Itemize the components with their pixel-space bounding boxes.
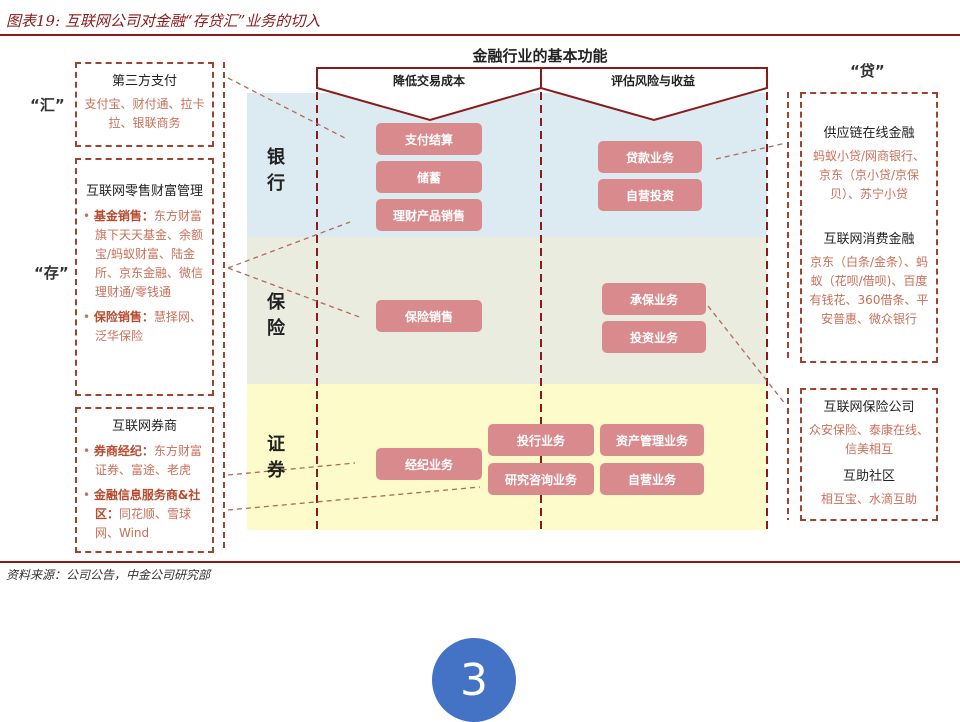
title-divider	[0, 34, 960, 36]
lending-box: 供应链在线金融 蚂蚁小贷/网商银行、京东（京小贷/京保贝）、苏宁小贷 互联网消费…	[800, 92, 938, 363]
box-insurance-sales: 保险销售	[376, 300, 482, 332]
source-note: 资料来源：公司公告，中金公司研究部	[6, 568, 211, 582]
column-header-reduce-cost: 降低交易成本	[392, 74, 465, 88]
row-label-insurance: 保险	[267, 292, 285, 339]
bullet-text: 同花顺、雪球网、Wind	[95, 507, 192, 540]
box-underwriting: 承保业务	[602, 283, 706, 315]
center-title: 金融行业的基本功能	[472, 47, 608, 65]
internet-broker-box: 互联网券商 • 券商经纪：东方财富证券、富途、老虎 • 金融信息服务商&社区：同…	[75, 407, 214, 553]
box-body: 众安保险、泰康在线、信美相互	[808, 423, 929, 456]
row-label-bank: 银行	[267, 147, 285, 194]
box-investment: 投资业务	[602, 321, 706, 353]
figure-title: 图表19: 互联网公司对金融“存贷汇”业务的切入	[6, 12, 321, 30]
bullet-text: 慧择网、泛华保险	[95, 310, 202, 343]
box-wealth: 理财产品销售	[376, 199, 482, 231]
bullet-label: 保险销售：	[93, 310, 154, 324]
bullet-fund-sales: • 基金销售：东方财富旗下天天基金、余额宝/蚂蚁财富、陆金所、京东金融、微信理财…	[83, 209, 204, 299]
box-asset-management: 资产管理业务	[600, 424, 704, 456]
box-title: 供应链在线金融	[823, 126, 915, 141]
row-label-securities: 证券	[267, 434, 285, 481]
bullet-label: 基金销售：	[93, 209, 154, 223]
bullet-text: 东方财富证券、富途、老虎	[95, 444, 202, 477]
box-title: 互联网保险公司	[823, 400, 915, 415]
label-hui: “汇”	[30, 96, 65, 114]
retail-wealth-box: 互联网零售财富管理 • 基金销售：东方财富旗下天天基金、余额宝/蚂蚁财富、陆金所…	[75, 158, 214, 396]
box-body: 相互宝、水滴互助	[820, 492, 917, 506]
insurance-company-box: 互联网保险公司 众安保险、泰康在线、信美相互 互助社区 相互宝、水滴互助	[800, 388, 938, 521]
bullet-label: 金融信息服务商&社区：	[93, 488, 201, 521]
bullet-label: 券商经纪：	[93, 444, 154, 458]
column-header-risk-return: 评估风险与收益	[610, 74, 695, 88]
box-title: 互联网零售财富管理	[85, 184, 203, 199]
box-investment-banking: 投行业务	[488, 424, 594, 456]
bullet-text: 东方财富旗下天天基金、余额宝/蚂蚁财富、陆金所、京东金融、微信理财通/零钱通	[95, 209, 204, 299]
box-title: 互联网消费金融	[823, 232, 915, 247]
bullet-brokerage: • 券商经纪：东方财富证券、富途、老虎	[83, 444, 202, 477]
label-dai: “贷”	[850, 62, 885, 80]
page-number-badge: 3	[432, 638, 516, 722]
securities-band	[247, 384, 767, 530]
box-title: 互联网券商	[111, 419, 177, 434]
bullet-insurance-sales: • 保险销售：慧择网、泛华保险	[83, 310, 202, 343]
third-party-payment-box: 第三方支付 支付宝、财付通、拉卡拉、银联商务	[75, 62, 214, 147]
box-payment: 支付结算	[376, 123, 482, 155]
box-brokerage: 经纪业务	[376, 448, 482, 480]
box-research: 研究咨询业务	[488, 463, 594, 495]
box-body: 蚂蚁小贷/网商银行、京东（京小贷/京保贝）、苏宁小贷	[812, 149, 926, 201]
box-title: 第三方支付	[111, 74, 177, 89]
box-body: 京东（白条/金条）、蚂蚁（花呗/借呗)、百度有钱花、360借条、平安普惠、微众银…	[809, 255, 929, 326]
page-number: 3	[460, 654, 488, 706]
box-loan: 贷款业务	[598, 141, 702, 173]
box-title: 互助社区	[842, 469, 895, 484]
box-proprietary-invest: 自营投资	[598, 179, 702, 211]
label-cun: “存”	[34, 264, 69, 282]
box-savings: 储蓄	[376, 161, 482, 193]
bullet-info-services: • 金融信息服务商&社区：同花顺、雪球网、Wind	[83, 488, 201, 540]
box-prop-trading: 自营业务	[600, 463, 704, 495]
box-body: 支付宝、财付通、拉卡拉、银联商务	[84, 97, 205, 130]
